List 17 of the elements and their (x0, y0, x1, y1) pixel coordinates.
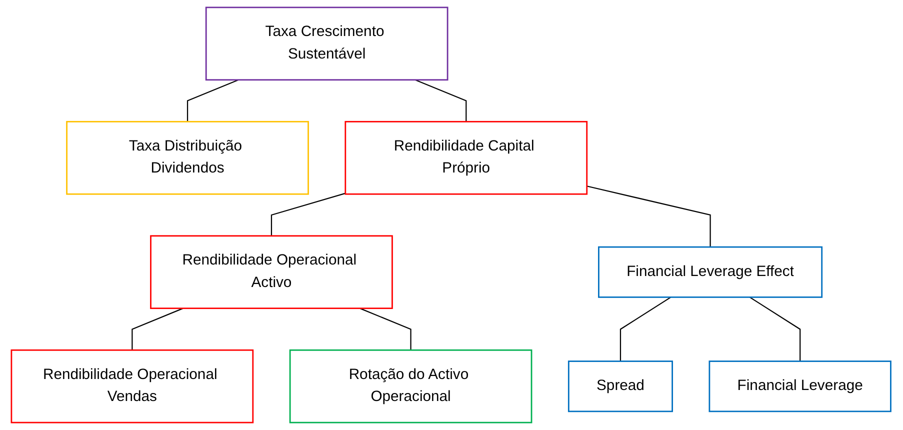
connector (415, 79, 468, 122)
connector (750, 296, 802, 362)
node-box: Financial Leverage Effect (598, 246, 823, 298)
node-box: Rendibilidade Capital Próprio (345, 120, 588, 195)
node-box: Taxa Crescimento Sustentável (206, 6, 449, 81)
connector (187, 79, 240, 122)
node-box: Spread (568, 360, 674, 412)
connector (587, 186, 712, 248)
connector (360, 308, 412, 350)
connector (271, 192, 346, 236)
node-box: Taxa Distribuição Dividendos (66, 120, 310, 195)
node-box: Financial Leverage (709, 360, 892, 412)
connector (620, 296, 672, 362)
node-box: Rendibilidade Operacional Vendas (11, 349, 254, 424)
node-box: Rendibilidade Operacional Activo (150, 235, 394, 310)
node-box: Rotação do Activo Operacional (290, 349, 533, 424)
connector (132, 308, 184, 350)
